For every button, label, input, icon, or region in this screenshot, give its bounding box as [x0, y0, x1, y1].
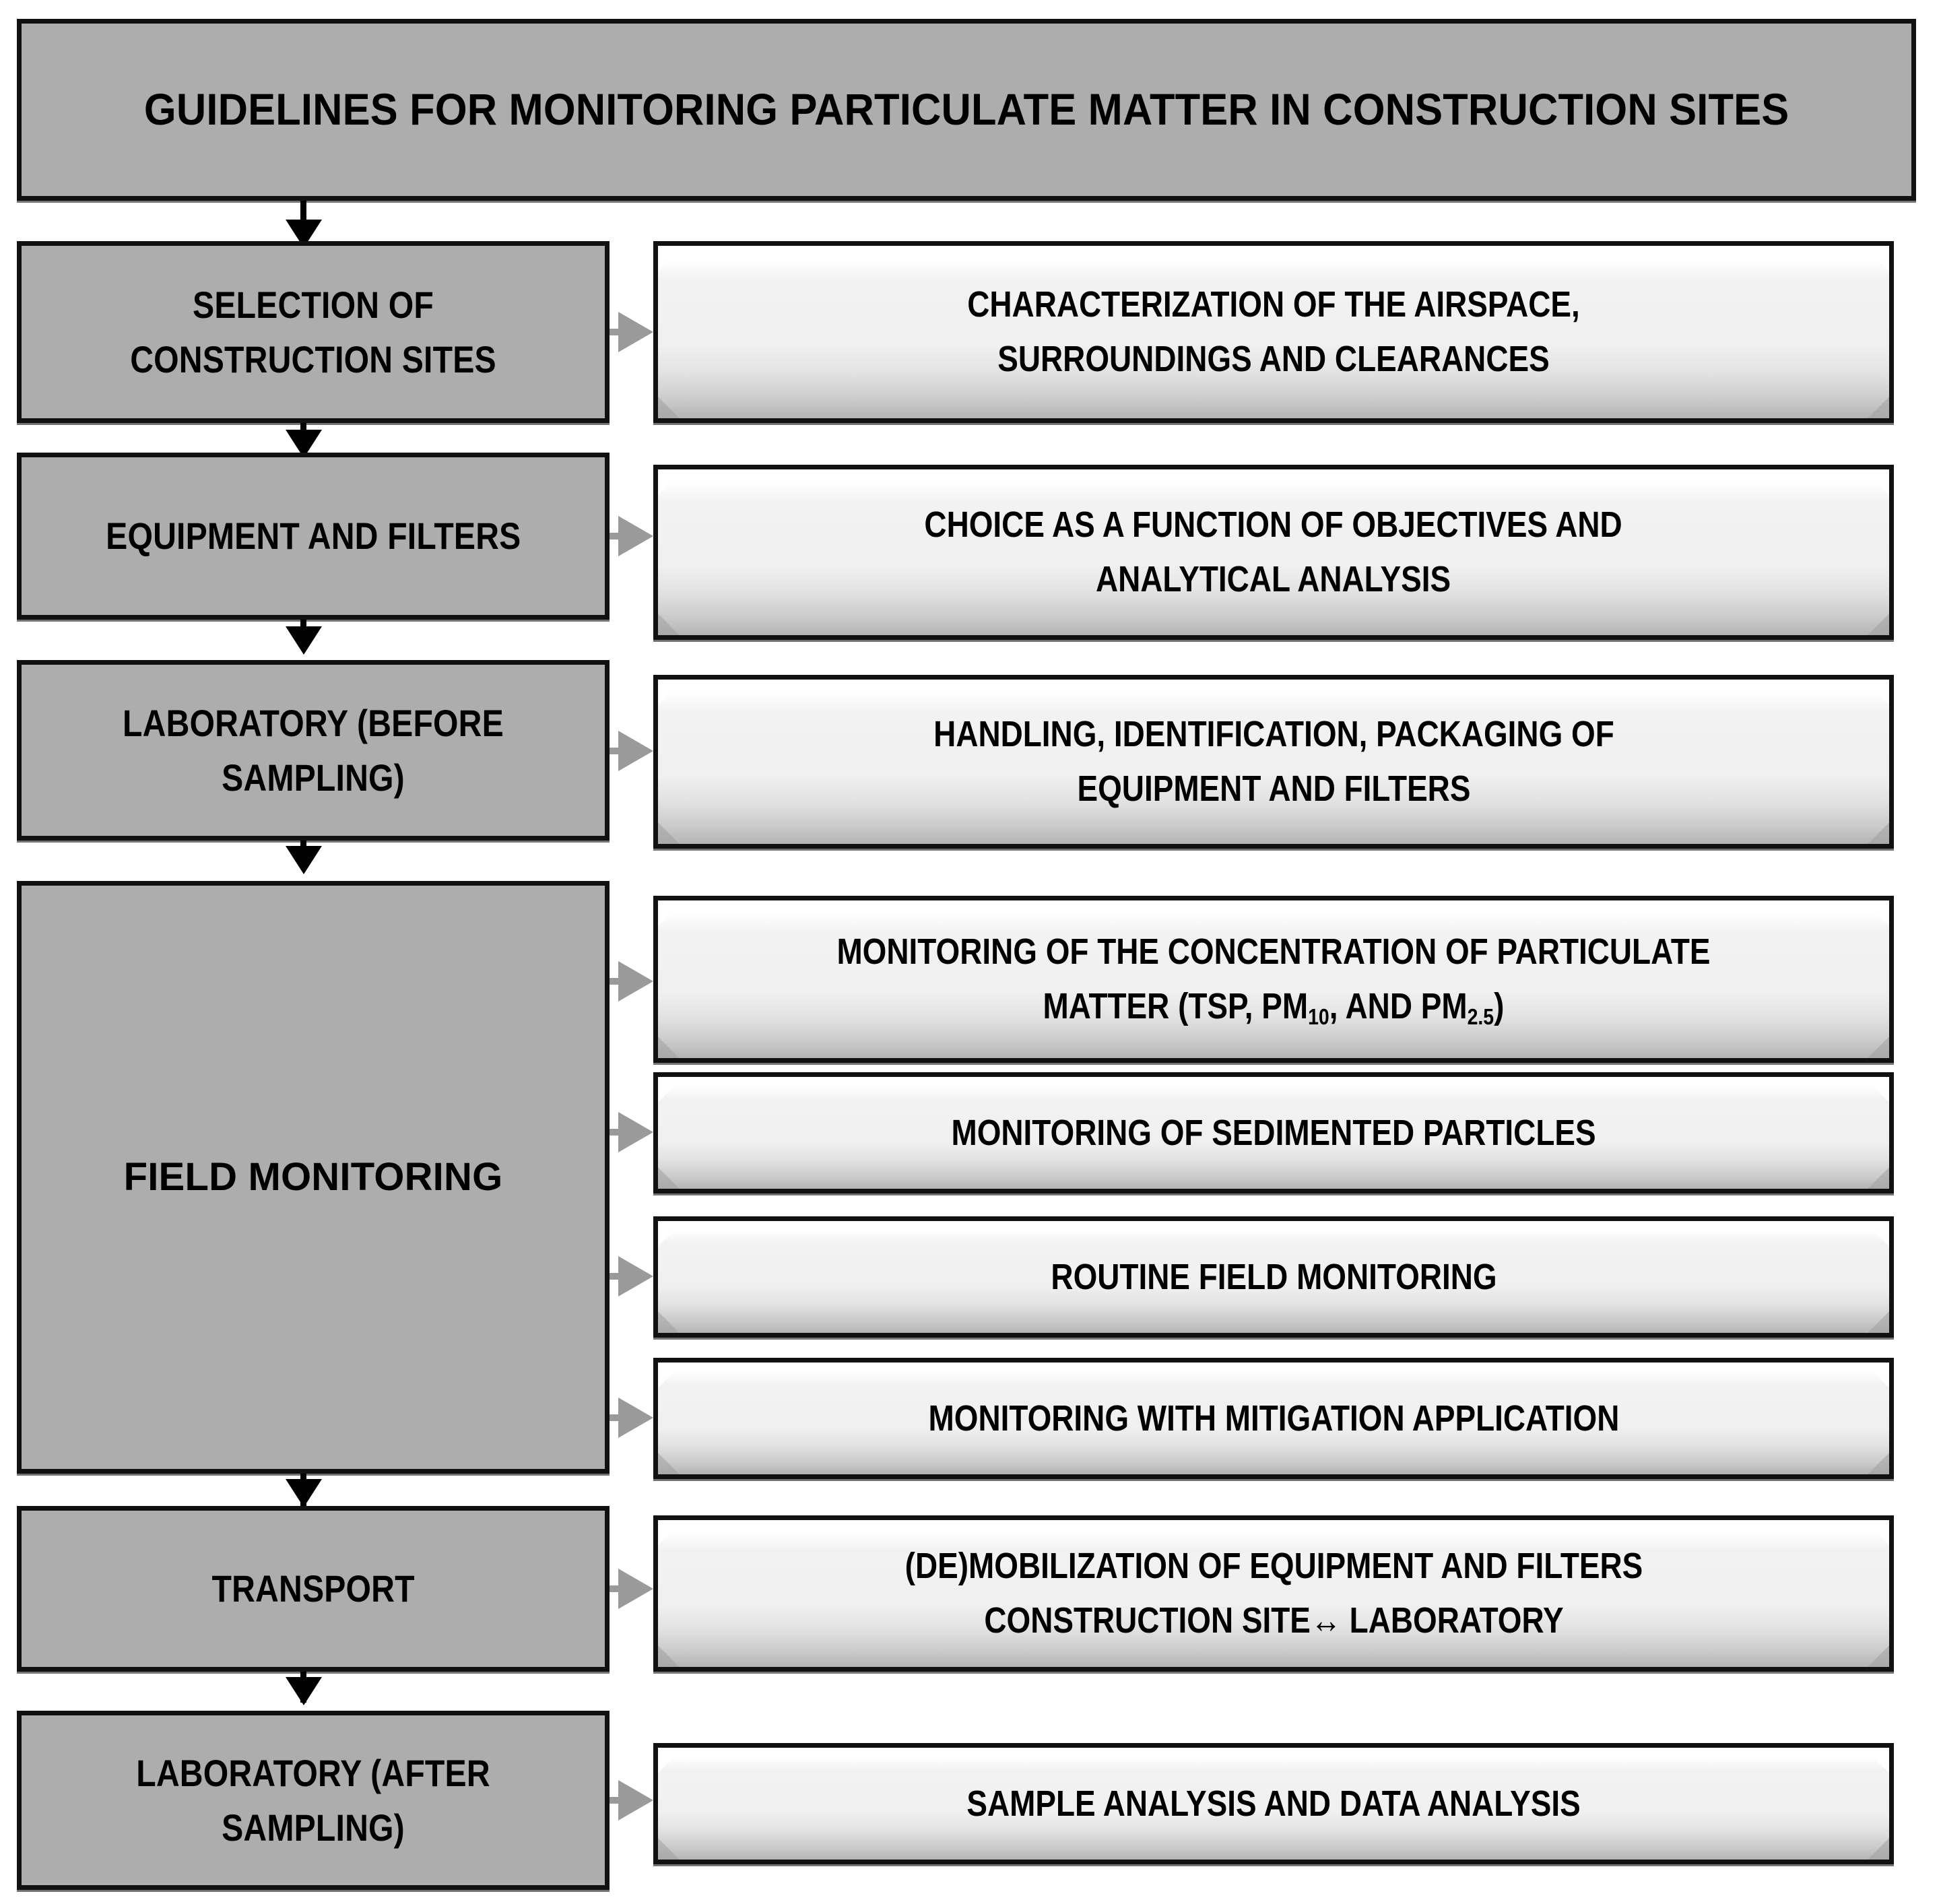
detail-box-demobilization[interactable]: (DE)MOBILIZATION OF EQUIPMENT AND FILTER… — [653, 1515, 1894, 1672]
stage-label-field-monitoring: FIELD MONITORING — [123, 1154, 503, 1199]
link-arrow-field-4 — [618, 1398, 653, 1438]
detail-line-2-b: LABORATORY — [1349, 1600, 1564, 1641]
stage-box-field-monitoring[interactable]: FIELD MONITORING — [17, 881, 610, 1474]
detail-box-handling[interactable]: HANDLING, IDENTIFICATION, PACKAGING OF E… — [653, 675, 1894, 849]
stage-label-equipment: EQUIPMENT AND FILTERS — [105, 515, 521, 558]
stage-box-lab-after[interactable]: LABORATORY (AFTER SAMPLING) — [17, 1711, 610, 1890]
link-arrow-lab-after — [618, 1780, 653, 1820]
detail-text-demobilization: (DE)MOBILIZATION OF EQUIPMENT AND FILTER… — [885, 1539, 1662, 1648]
detail-line-1: CHARACTERIZATION OF THE AIRSPACE, — [967, 284, 1580, 325]
link-arrow-field-3 — [618, 1256, 653, 1296]
detail-line-2: SURROUNDINGS AND CLEARANCES — [997, 339, 1550, 379]
diagram-title-box: GUIDELINES FOR MONITORING PARTICULATE MA… — [17, 19, 1916, 201]
diagram-title: GUIDELINES FOR MONITORING PARTICULATE MA… — [143, 84, 1789, 135]
detail-text-handling: HANDLING, IDENTIFICATION, PACKAGING OF E… — [914, 707, 1633, 816]
detail-box-choice[interactable]: CHOICE AS A FUNCTION OF OBJECTIVES AND A… — [653, 465, 1894, 640]
pm10-subscript: 10 — [1308, 1004, 1329, 1030]
detail-box-sedimented[interactable]: MONITORING OF SEDIMENTED PARTICLES — [653, 1072, 1894, 1193]
flow-arrowhead-equipment-labbefore — [286, 626, 322, 655]
stage-label-transport: TRANSPORT — [211, 1567, 415, 1610]
detail-line-2-a: MATTER (TSP, PM — [1043, 986, 1309, 1026]
link-arrow-field-1 — [618, 961, 653, 1002]
detail-text-mitigation: MONITORING WITH MITIGATION APPLICATION — [928, 1398, 1619, 1439]
link-arrow-transport — [618, 1569, 653, 1609]
detail-line-1: CHOICE AS A FUNCTION OF OBJECTIVES AND — [924, 504, 1623, 545]
detail-line-2-c: ) — [1494, 986, 1505, 1026]
detail-line-1: HANDLING, IDENTIFICATION, PACKAGING OF — [933, 714, 1614, 754]
stage-label-lab-before: LABORATORY (BEFORE SAMPLING) — [123, 701, 504, 799]
flow-arrowhead-transport-labafter — [286, 1677, 322, 1705]
detail-line-1: MONITORING OF THE CONCENTRATION OF PARTI… — [836, 931, 1711, 972]
detail-line-2-b: , AND PM — [1329, 986, 1468, 1026]
stage-box-lab-before[interactable]: LABORATORY (BEFORE SAMPLING) — [17, 660, 610, 841]
double-arrow-icon: ↔ — [1310, 1600, 1342, 1641]
stage-label-lab-after: LABORATORY (AFTER SAMPLING) — [136, 1751, 490, 1849]
flow-arrowhead-field-transport — [286, 1479, 322, 1507]
stage-box-equipment[interactable]: EQUIPMENT AND FILTERS — [17, 453, 610, 620]
detail-text-sample-analysis: SAMPLE ANALYSIS AND DATA ANALYSIS — [966, 1783, 1581, 1824]
detail-box-concentration[interactable]: MONITORING OF THE CONCENTRATION OF PARTI… — [653, 896, 1894, 1063]
link-arrow-selection — [618, 312, 653, 352]
detail-text-characterization: CHARACTERIZATION OF THE AIRSPACE, SURROU… — [948, 277, 1599, 387]
detail-text-sedimented: MONITORING OF SEDIMENTED PARTICLES — [951, 1112, 1596, 1153]
detail-box-characterization[interactable]: CHARACTERIZATION OF THE AIRSPACE, SURROU… — [653, 241, 1894, 423]
link-arrow-equipment — [618, 516, 653, 556]
detail-line-2: EQUIPMENT AND FILTERS — [1077, 768, 1470, 809]
detail-box-sample-analysis[interactable]: SAMPLE ANALYSIS AND DATA ANALYSIS — [653, 1743, 1894, 1864]
detail-line-2: ANALYTICAL ANALYSIS — [1096, 559, 1451, 599]
pm25-subscript: 2.5 — [1467, 1004, 1494, 1030]
stage-box-selection[interactable]: SELECTION OF CONSTRUCTION SITES — [17, 241, 610, 423]
stage-label-selection: SELECTION OF CONSTRUCTION SITES — [130, 283, 496, 381]
detail-box-routine[interactable]: ROUTINE FIELD MONITORING — [653, 1216, 1894, 1338]
detail-line-2-a: CONSTRUCTION SITE — [983, 1600, 1311, 1641]
link-arrow-lab-before — [618, 731, 653, 771]
flow-arrowhead-labbefore-field — [286, 846, 322, 874]
detail-text-concentration: MONITORING OF THE CONCENTRATION OF PARTI… — [818, 925, 1730, 1034]
link-arrow-field-2 — [618, 1112, 653, 1152]
detail-line-1: (DE)MOBILIZATION OF EQUIPMENT AND FILTER… — [904, 1546, 1643, 1586]
detail-text-routine: ROUTINE FIELD MONITORING — [1050, 1256, 1497, 1297]
detail-text-choice: CHOICE AS A FUNCTION OF OBJECTIVES AND A… — [905, 498, 1642, 607]
detail-box-mitigation[interactable]: MONITORING WITH MITIGATION APPLICATION — [653, 1358, 1894, 1479]
stage-box-transport[interactable]: TRANSPORT — [17, 1506, 610, 1672]
